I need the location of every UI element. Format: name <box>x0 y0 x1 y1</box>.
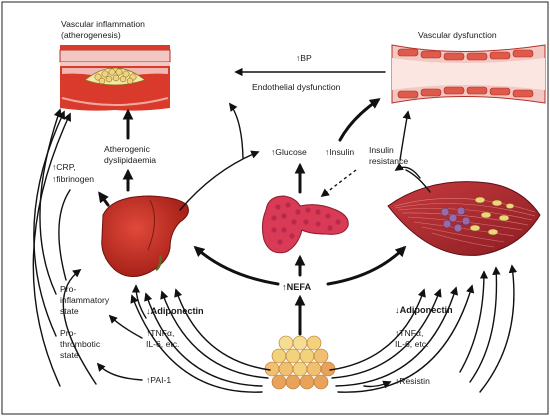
atherosclerotic-artery-icon <box>59 45 171 111</box>
atherogenic-label-1: Atherogenic <box>104 144 151 154</box>
vascular-inflammation-label-1: Vascular inflammation <box>61 19 145 29</box>
arrows <box>32 98 518 393</box>
bp-label: ↑BP <box>296 53 312 63</box>
vascular-inflammation-label-2: (atherogenesis) <box>61 30 121 40</box>
insulin-resistance-label-1: Insulin <box>369 145 394 155</box>
resistin-label: ↑Resistin <box>395 376 430 386</box>
pro-thrombotic-label-3: state <box>60 350 79 360</box>
insulin-label: ↑Insulin <box>325 147 354 157</box>
adiponectin-left-label: ↓Adiponectin <box>146 306 204 316</box>
liver-icon <box>101 195 189 277</box>
tnf-right-label-2: IL-6, etc. <box>395 339 428 349</box>
pro-inflammatory-label-3: state <box>60 306 79 316</box>
insulin-resistance-label-2: resistance <box>369 156 408 166</box>
pai-label: ↑PAI-1 <box>146 375 171 385</box>
tnf-right-label-1: ↑TNFα, <box>395 328 423 338</box>
tnf-left-label-2: IL-6, etc. <box>146 339 179 349</box>
adipose-tissue-icon <box>264 335 336 390</box>
fibrinogen-label: ↑fibrinogen <box>52 174 94 184</box>
pro-inflammatory-label-2: inflammatory <box>60 295 110 305</box>
nefa-label: ↑NEFA <box>282 282 311 292</box>
atherogenic-label-2: dyslipidaemia <box>104 155 156 165</box>
endothelial-dysfunction-label: Endothelial dysfunction <box>252 82 341 92</box>
pro-thrombotic-label-2: thrombotic <box>60 339 101 349</box>
crp-label: ↑CRP, <box>52 162 76 172</box>
vascular-dysfunction-label: Vascular dysfunction <box>418 30 497 40</box>
skeletal-muscle-icon <box>387 181 541 256</box>
adiponectin-right-label: ↓Adiponectin <box>395 305 453 315</box>
pro-thrombotic-label-1: Pro- <box>60 328 76 338</box>
tnf-left-label-1: ↑TNFα, <box>146 328 174 338</box>
endothelial-vessel-icon <box>391 44 546 104</box>
pancreas-icon <box>261 195 349 254</box>
pro-inflammatory-label-1: Pro- <box>60 284 76 294</box>
glucose-label: ↑Glucose <box>271 147 307 157</box>
